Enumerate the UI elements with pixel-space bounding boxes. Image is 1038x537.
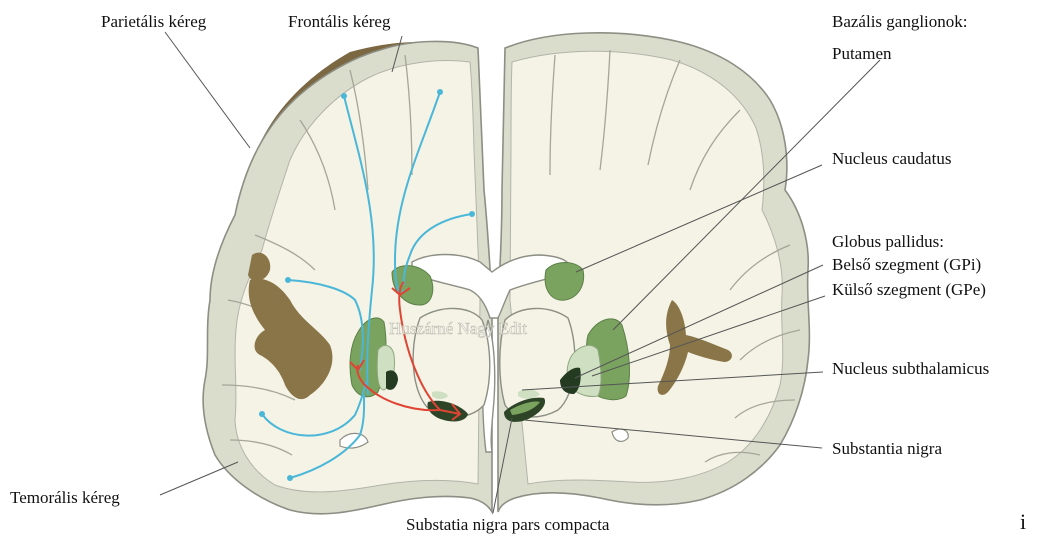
label-nucleus-caudatus: Nucleus caudatus [832, 150, 951, 167]
label-parietal-cortex: Parietális kéreg [101, 13, 206, 30]
label-nucleus-subthalamicus: Nucleus subthalamicus [832, 360, 989, 377]
label-gpe: Külső szegment (GPe) [832, 281, 986, 298]
label-frontal-cortex: Frontális kéreg [288, 13, 390, 30]
corner-letter: i [1020, 511, 1026, 533]
label-snc: Substatia nigra pars compacta [406, 516, 609, 533]
label-putamen: Putamen [832, 45, 892, 62]
label-gpi: Belső szegment (GPi) [832, 256, 981, 273]
label-basal-ganglia-title: Bazális ganglionok: [832, 13, 968, 30]
label-temporal-cortex: Temorális kéreg [10, 489, 120, 506]
leader-temporal [160, 462, 238, 495]
label-globus-pallidus-title: Globus pallidus: [832, 233, 944, 250]
leader-parietal [165, 32, 250, 148]
watermark: Huszárné Nagy Edit [389, 319, 527, 338]
label-substantia-nigra: Substantia nigra [832, 440, 942, 457]
